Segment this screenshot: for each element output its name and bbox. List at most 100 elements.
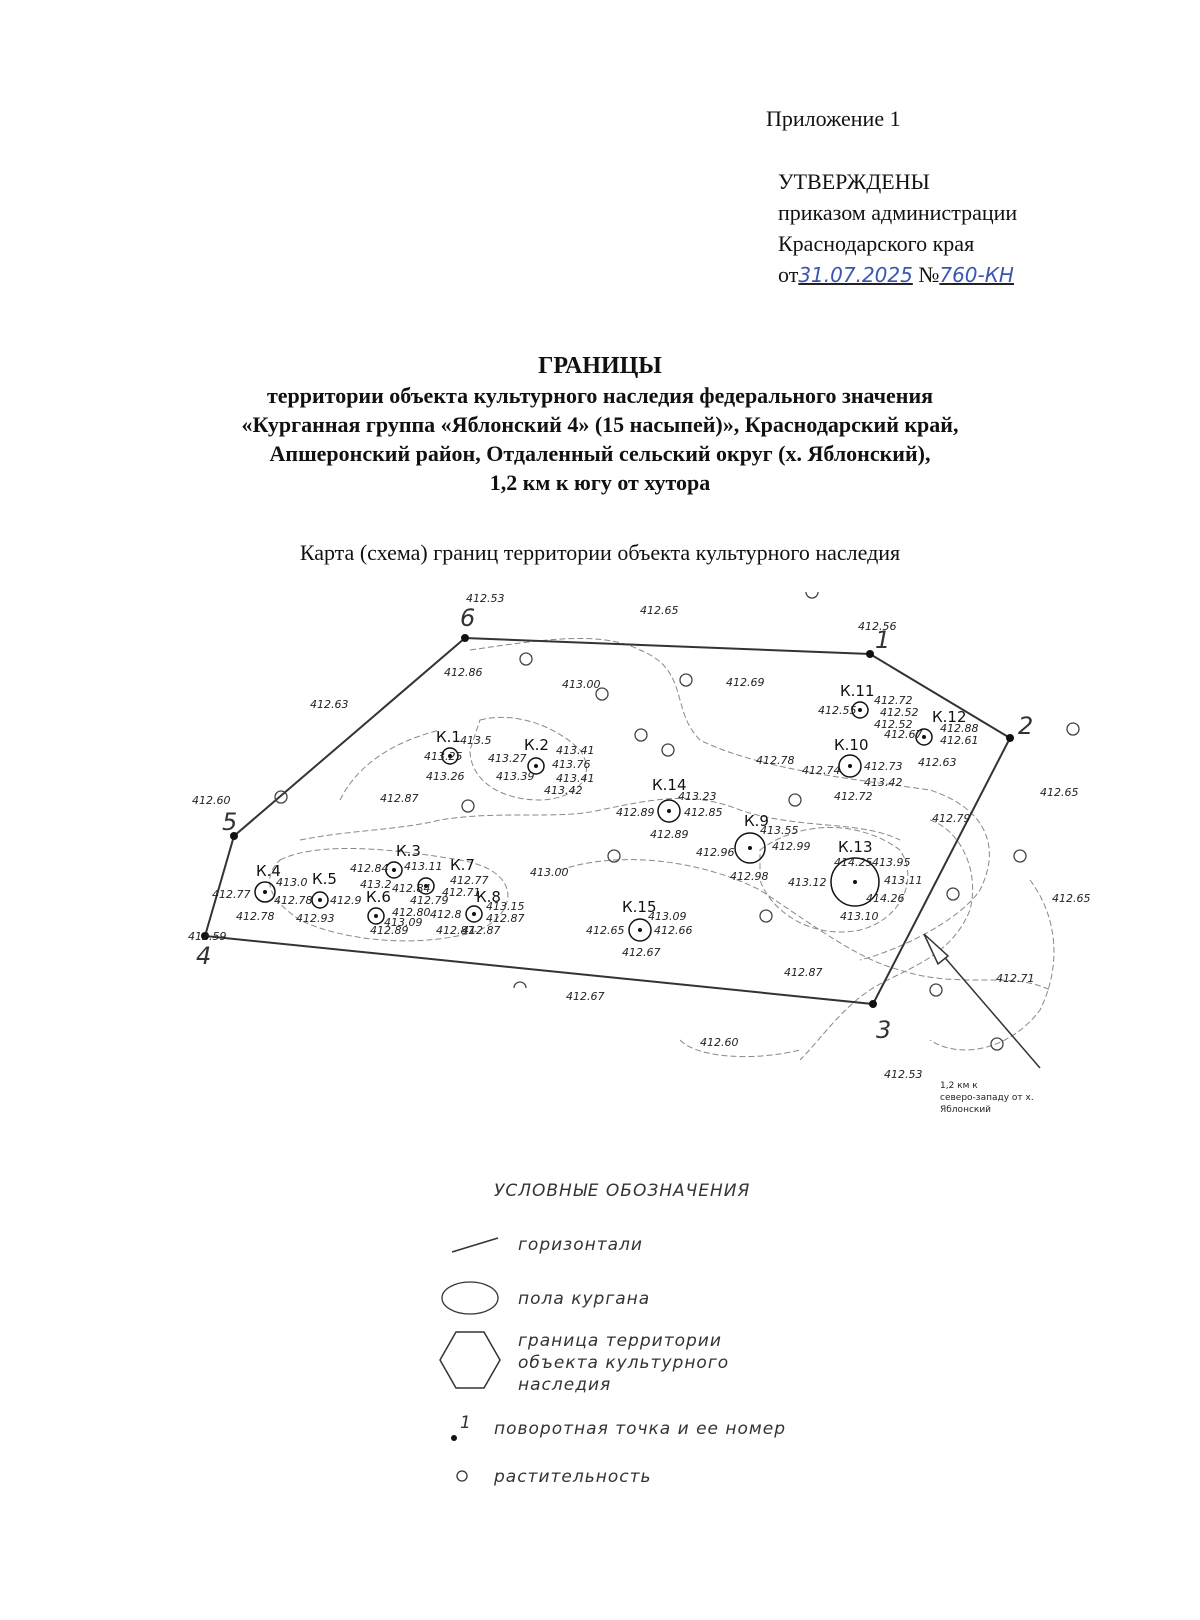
annex-label: Приложение 1 bbox=[766, 106, 901, 131]
elevation-label: 412.96 bbox=[696, 846, 735, 859]
elevation-label: 412.65 bbox=[640, 604, 679, 617]
mound-center bbox=[853, 880, 857, 884]
elevation-label: 412.60 bbox=[700, 1036, 739, 1049]
elevation-label: 412.71 bbox=[996, 972, 1035, 985]
elevation-label: 412.69 bbox=[726, 676, 765, 689]
turn-point-icon bbox=[451, 1435, 457, 1441]
mound-label-10: К.10 bbox=[834, 736, 869, 754]
approved-line-1: приказом администрации bbox=[778, 200, 1018, 225]
elevation-label: 412.56 bbox=[858, 620, 897, 633]
mound-label-5: К.5 bbox=[312, 870, 337, 888]
vegetation-icon bbox=[519, 652, 533, 666]
elevation-label: 412.61 bbox=[940, 734, 979, 747]
boundary-point-6 bbox=[461, 634, 469, 642]
elevation-label: 413.42 bbox=[544, 784, 583, 797]
mound-label-11: К.11 bbox=[840, 682, 875, 700]
mound-label-8: К.8 bbox=[476, 888, 501, 906]
elevation-label: 412.87 bbox=[462, 924, 501, 937]
elevation-label: 413.0 bbox=[276, 876, 308, 889]
vegetation-markers bbox=[274, 591, 1080, 1051]
mound-center bbox=[472, 912, 476, 916]
mound-3 bbox=[385, 861, 403, 879]
mound-11 bbox=[851, 701, 869, 719]
mound-center bbox=[263, 890, 267, 894]
elevation-label: 414.25 bbox=[834, 856, 873, 869]
boundary-point-label-4: 4 bbox=[196, 942, 211, 970]
mound-label-6: К.6 bbox=[366, 888, 391, 906]
legend-title: УСЛОВНЫЕ ОБОЗНАЧЕНИЯ bbox=[494, 1181, 750, 1201]
legend-contours: горизонтали bbox=[518, 1235, 643, 1255]
elevation-label: 412.87 bbox=[436, 924, 475, 937]
elevation-label: 413.41 bbox=[556, 772, 595, 785]
elevation-label: 413.5 bbox=[460, 734, 492, 747]
elevation-label: 413.00 bbox=[530, 866, 569, 879]
elevation-label: 412.8 bbox=[430, 908, 462, 921]
mound-label-1: К.1 bbox=[436, 728, 461, 746]
elevation-label: 412.52 bbox=[880, 706, 919, 719]
mound-center bbox=[922, 735, 926, 739]
elevation-label: 412.79 bbox=[410, 894, 449, 907]
title-line-2: «Курганная группа «Яблонский 4» (15 насы… bbox=[241, 412, 959, 437]
elevation-label: 413.41 bbox=[556, 744, 595, 757]
vegetation-icon bbox=[456, 1470, 468, 1482]
elevation-label: 412.86 bbox=[444, 666, 483, 679]
elevation-label: 413.10 bbox=[840, 910, 879, 923]
elevation-label: 412.63 bbox=[310, 698, 349, 711]
legend-vegetation: растительность bbox=[493, 1467, 652, 1487]
vegetation-icon bbox=[634, 728, 648, 742]
mound-9 bbox=[734, 832, 766, 864]
mound-6 bbox=[367, 907, 385, 925]
elevation-label: 412.67 bbox=[566, 990, 605, 1003]
mound-center bbox=[374, 914, 378, 918]
elevation-label: 412.67 bbox=[884, 728, 923, 741]
vegetation-icon bbox=[595, 687, 609, 701]
mound-12 bbox=[915, 728, 933, 746]
vegetation-icon bbox=[1066, 722, 1080, 736]
title-line-4: 1,2 км к югу от хутора bbox=[489, 470, 711, 495]
document-title: ГРАНИЦЫ территории объекта культурного н… bbox=[0, 352, 1200, 497]
vegetation-icon bbox=[461, 799, 475, 813]
mound-markers bbox=[254, 701, 933, 942]
boundary-hexagon-icon bbox=[439, 1331, 501, 1389]
title-line-1: территории объекта культурного наследия … bbox=[266, 383, 934, 408]
elevation-label: 412.71 bbox=[442, 886, 481, 899]
approval-block: УТВЕРЖДЕНЫ приказом администрации Красно… bbox=[778, 166, 1017, 291]
elevation-label: 412.59 bbox=[188, 930, 227, 943]
elevation-label: 412.55 bbox=[818, 704, 857, 717]
mound-label-2: К.2 bbox=[524, 736, 549, 754]
legend-turn-point-number: 1 bbox=[460, 1413, 472, 1433]
mound-15 bbox=[628, 918, 652, 942]
elevation-label: 413.25 bbox=[424, 750, 463, 763]
legend-mound-base: пола кургана bbox=[518, 1289, 650, 1309]
vegetation-icon bbox=[1013, 849, 1027, 863]
boundary-point-label-3: 3 bbox=[876, 1016, 891, 1044]
elevation-label: 413.2 bbox=[360, 878, 392, 891]
direction-arrow-head bbox=[923, 933, 950, 966]
elevation-label: 412.89 bbox=[370, 924, 409, 937]
elevation-label: 412.89 bbox=[650, 828, 689, 841]
elevation-label: 412.87 bbox=[380, 792, 419, 805]
vegetation-icon bbox=[946, 887, 960, 901]
boundary-point-3 bbox=[869, 1000, 877, 1008]
elevation-label: 412.65 bbox=[586, 924, 625, 937]
elevation-label: 412.87 bbox=[486, 912, 525, 925]
elevation-label: 412.66 bbox=[654, 924, 693, 937]
elevation-label: 412.99 bbox=[772, 840, 811, 853]
mound-13 bbox=[830, 857, 880, 907]
elevation-label: 412.78 bbox=[274, 894, 313, 907]
map-legend: УСЛОВНЫЕ ОБОЗНАЧЕНИЯ горизонтали пола ку… bbox=[439, 1181, 785, 1487]
number-value: 760-КН bbox=[939, 263, 1014, 287]
mound-center bbox=[858, 708, 862, 712]
mound-5 bbox=[311, 891, 329, 909]
vegetation-icon bbox=[274, 790, 288, 804]
mound-center bbox=[424, 884, 428, 888]
elevation-marks: 412.53 412.65 412.56 412.86 413.00 412.6… bbox=[188, 592, 1091, 1081]
elevation-label: 412.87 bbox=[784, 966, 823, 979]
mound-8 bbox=[465, 905, 483, 923]
elevation-label: 412.78 bbox=[756, 754, 795, 767]
elevation-label: 412.9 bbox=[330, 894, 362, 907]
elevation-label: 413.26 bbox=[426, 770, 465, 783]
mound-center bbox=[318, 898, 322, 902]
elevation-label: 412.84 bbox=[350, 862, 389, 875]
date-prefix: от bbox=[778, 262, 799, 287]
